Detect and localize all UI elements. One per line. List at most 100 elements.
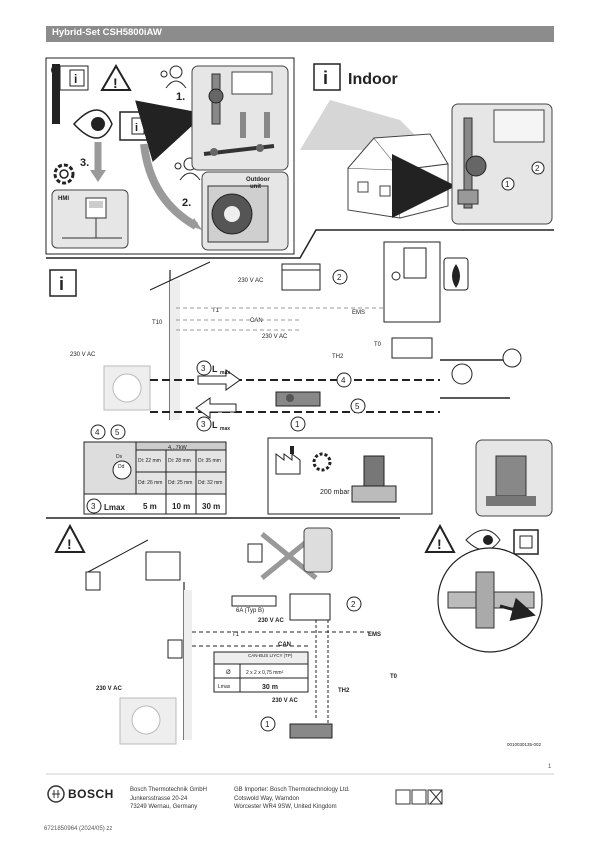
- callout-3-top: 3: [196, 360, 212, 376]
- callout-2-mid: 2: [332, 269, 348, 285]
- svg-text:max: max: [220, 370, 230, 376]
- svg-text:Dd: 26 mm: Dd: 26 mm: [138, 480, 162, 486]
- company-address-uk: GB Importer: Bosch Thermotechnology Ltd.…: [234, 787, 350, 810]
- indoor-title: Indoor: [348, 71, 398, 88]
- svg-text:2: 2: [351, 600, 356, 609]
- panel-setup: i ! i: [45, 57, 295, 255]
- page-number: 1: [548, 764, 552, 770]
- svg-text:30 m: 30 m: [202, 502, 220, 511]
- t1-label: T1: [212, 308, 220, 314]
- callout-5-table: 5: [110, 424, 126, 440]
- svg-text:!: !: [437, 536, 442, 552]
- panel-indoor: i Indoor 1 2: [300, 63, 553, 225]
- company-address-de: Bosch Thermotechnik GmbH Junkersstrasse …: [130, 787, 207, 810]
- installer-icon-1: [160, 65, 187, 89]
- voltage-bot-c: 230 V AC: [272, 698, 298, 704]
- callout-3-table: 3: [86, 498, 102, 514]
- svg-text:3: 3: [201, 420, 206, 429]
- voltage-bot-a: 230 V AC: [258, 618, 284, 624]
- hmi-label: HMI: [58, 196, 69, 202]
- outdoor-label-2: unit: [250, 184, 261, 190]
- step-1-label: 1.: [176, 91, 185, 103]
- voltage-label-c: 230 V AC: [262, 334, 288, 340]
- reader-icon: i: [51, 64, 89, 124]
- svg-text:Ds: Ds: [116, 454, 123, 460]
- svg-text:Di: 28 mm: Di: 28 mm: [168, 458, 191, 464]
- table-header-unit: 4...7kW: [168, 445, 187, 451]
- svg-text:Lmax: Lmax: [218, 684, 231, 690]
- callout-4-mid: 4: [336, 372, 352, 388]
- svg-text:Dd: 25 mm: Dd: 25 mm: [168, 480, 192, 486]
- svg-text:L: L: [212, 420, 218, 430]
- svg-text:5: 5: [115, 428, 120, 437]
- svg-text:1: 1: [265, 720, 270, 729]
- warning-icon: !: [100, 64, 132, 91]
- figure-ref: 0010030135-002: [507, 742, 542, 747]
- svg-text:Ø: Ø: [226, 670, 231, 676]
- svg-text:!: !: [113, 75, 118, 91]
- svg-text:10 m: 10 m: [172, 502, 190, 511]
- ems-bot: EMS: [368, 632, 381, 638]
- svg-text:5 m: 5 m: [143, 502, 157, 511]
- th2-bot: TH2: [338, 688, 350, 694]
- brand-name: BOSCH: [68, 787, 114, 801]
- th2-label: TH2: [332, 354, 344, 360]
- svg-text:i: i: [323, 68, 328, 88]
- voltage-label-a: 230 V AC: [70, 352, 96, 358]
- callout-3-bot: 3: [196, 416, 212, 432]
- svg-text:i: i: [59, 274, 64, 294]
- callout-1-bot: 1: [260, 716, 276, 732]
- svg-text:2: 2: [337, 273, 342, 282]
- svg-text:!: !: [67, 536, 72, 552]
- can-label: CAN: [250, 318, 263, 324]
- outdoor-label-1: Outdoor: [246, 177, 270, 183]
- callout-2: 2: [531, 161, 545, 175]
- t1-bot: T1: [232, 632, 240, 638]
- svg-text:30 m: 30 m: [262, 684, 278, 691]
- svg-text:4: 4: [95, 428, 100, 437]
- voltage-bot-b: 230 V AC: [96, 686, 122, 692]
- panel-electrical: ! ! 2 6A (Typ B) 230 V AC 230: [54, 523, 543, 747]
- gear-icon: [53, 163, 75, 185]
- can-bot: CAN: [278, 642, 291, 648]
- svg-text:3: 3: [201, 364, 206, 373]
- svg-text:4: 4: [341, 376, 346, 385]
- arrow-to-outdoor: [140, 143, 199, 230]
- eye-icon: [72, 109, 113, 139]
- header-title: Hybrid-Set CSH5800iAW: [52, 27, 162, 38]
- hmi-box: HMI: [51, 189, 129, 249]
- manual-icon: i: [119, 111, 157, 141]
- t10-label: T10: [152, 320, 163, 326]
- callout-2-bot: 2: [346, 596, 362, 612]
- arrow-to-indoor: [135, 100, 206, 162]
- step-2-label: 2.: [182, 197, 191, 209]
- can-table-title: CAN-BUS LIYCY (TP): [248, 653, 293, 658]
- svg-text:1: 1: [505, 180, 510, 189]
- svg-text:Di: 22 mm: Di: 22 mm: [138, 458, 161, 464]
- svg-text:i: i: [135, 122, 138, 134]
- voltage-label-b: 230 V AC: [238, 278, 264, 284]
- step-3-label: 3.: [80, 157, 89, 169]
- outdoor-unit-box: Outdoor unit: [201, 171, 289, 251]
- recycle-icons: [395, 789, 443, 805]
- indoor-kit-box: [191, 65, 289, 171]
- svg-text:Lmax: Lmax: [104, 503, 125, 512]
- pressure-label: 200 mbar: [320, 489, 350, 496]
- callout-1: 1: [501, 177, 515, 191]
- svg-text:3: 3: [91, 502, 96, 511]
- svg-text:Dd: 32 mm: Dd: 32 mm: [198, 480, 222, 486]
- ems-label: EMS: [352, 310, 365, 316]
- pipe-table: 4 5 4...7kW Di: 22 mm Di: 28 mm Di: 35 m…: [83, 424, 227, 515]
- svg-text:2: 2: [535, 164, 540, 173]
- t0-bot: T0: [390, 674, 398, 680]
- callout-4-table: 4: [90, 424, 106, 440]
- t0-label: T0: [374, 342, 382, 348]
- svg-text:Dd: Dd: [118, 464, 125, 470]
- fuse-label: 6A (Typ B): [236, 608, 264, 614]
- svg-text:max: max: [220, 426, 230, 432]
- page-header: Hybrid-Set CSH5800iAW: [46, 26, 554, 42]
- svg-text:2 x 2 x 0,75 mm²: 2 x 2 x 0,75 mm²: [246, 670, 284, 676]
- svg-text:L: L: [212, 364, 218, 374]
- svg-text:5: 5: [355, 402, 360, 411]
